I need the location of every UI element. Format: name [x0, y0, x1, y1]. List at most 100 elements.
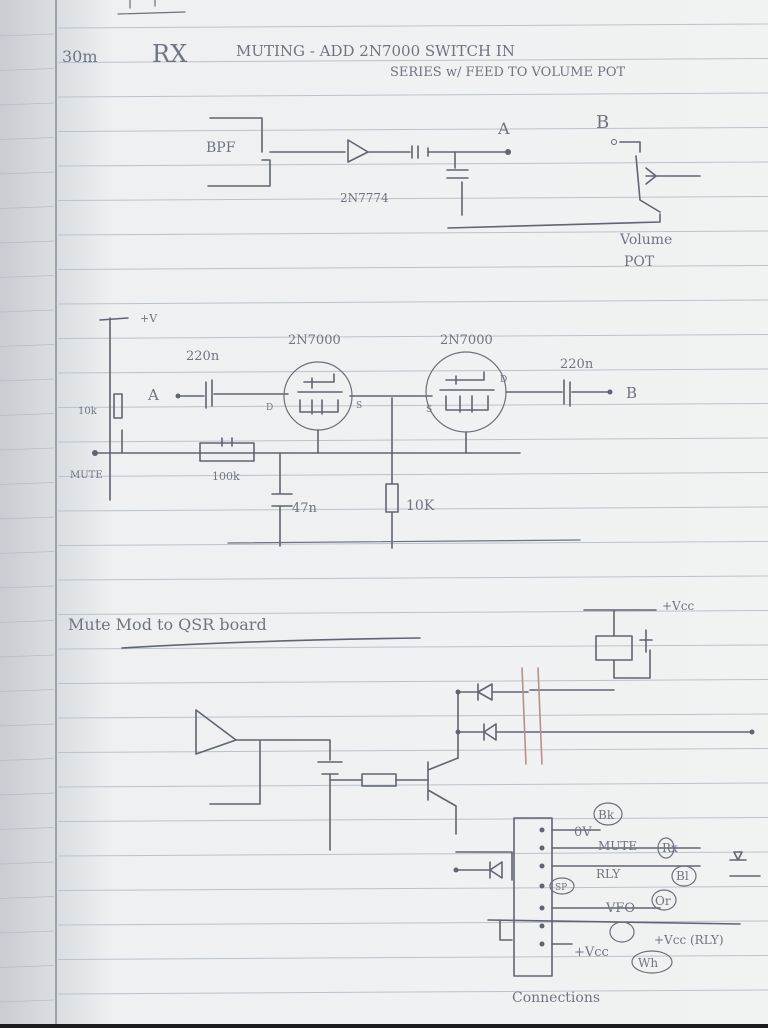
amp-triangle — [195, 709, 237, 755]
ruled-line — [57, 748, 768, 753]
ground-capacitor — [446, 151, 469, 216]
node-a-dot — [505, 149, 511, 155]
code-wh: Wh — [638, 956, 658, 970]
s2-node-b: B — [626, 384, 637, 402]
fet2-drain: D — [500, 375, 507, 385]
ruled-line — [57, 713, 768, 719]
left-ruled-line — [0, 240, 55, 244]
left-ruled-line — [0, 758, 55, 761]
code-or: Or — [655, 894, 671, 908]
pin-vcc: +Vcc — [574, 945, 609, 960]
left-ruled-line — [0, 137, 55, 140]
s1-title-prefix: 30m — [62, 47, 98, 66]
left-page-edge — [0, 0, 58, 1024]
ruled-line — [57, 506, 768, 512]
code-bk: Bk — [598, 808, 615, 822]
left-ruled-line — [0, 827, 55, 830]
output-capacitor — [563, 379, 571, 407]
left-ruled-line — [0, 999, 55, 1003]
ruled-line — [57, 437, 768, 443]
cap1-label: 220n — [186, 349, 220, 364]
ruled-line — [57, 541, 768, 546]
code-rx: Rx — [662, 841, 678, 855]
left-ruled-line — [0, 68, 55, 71]
ruled-line — [57, 265, 768, 270]
vcc-rly-label: +Vcc (RLY) — [654, 933, 724, 947]
ruled-line — [57, 299, 768, 305]
left-ruled-line — [0, 620, 55, 623]
ground-cap-47n — [271, 452, 293, 547]
pin-rly: RLY — [596, 867, 621, 881]
s1-part-label: 2N7774 — [340, 191, 389, 205]
left-ruled-line — [0, 792, 55, 796]
pot-label-2: POT — [624, 254, 655, 270]
s3-title: Mute Mod to QSR board — [68, 615, 267, 634]
ruled-line — [57, 644, 768, 650]
ruled-line — [57, 575, 768, 581]
fet1-label: 2N7000 — [288, 333, 341, 348]
s1-node-a: A — [497, 119, 510, 138]
left-ruled-line — [0, 33, 55, 37]
bpf-box — [207, 117, 271, 187]
ruled-line — [57, 368, 768, 374]
ruled-line — [57, 161, 768, 167]
vcc-plus-label: +V — [140, 312, 158, 325]
left-ruled-line — [0, 930, 55, 934]
left-ruled-line — [0, 723, 55, 727]
bpf-label: BPF — [206, 140, 236, 156]
fet2-symbol — [439, 371, 495, 413]
left-ruled-line — [0, 309, 55, 313]
left-ruled-line — [0, 378, 55, 382]
fet2-source: S — [426, 405, 432, 415]
ruled-line — [57, 782, 768, 788]
s3-vcc-top: +Vcc — [662, 599, 694, 613]
diode-2 — [457, 723, 753, 741]
ruled-line — [57, 817, 768, 822]
ruled-line — [57, 403, 768, 408]
gate-fet — [317, 761, 343, 851]
sp-label: SP — [555, 883, 567, 893]
pot-label-1: Volume — [619, 232, 672, 248]
pin-mute: MUTE — [598, 839, 637, 853]
fet2-label: 2N7000 — [440, 333, 493, 348]
left-ruled-line — [0, 965, 55, 968]
left-ruled-line — [0, 206, 55, 209]
s1-node-b: B — [596, 112, 609, 133]
ruled-line — [57, 920, 768, 926]
ruled-line — [57, 472, 768, 477]
left-ruled-line — [0, 551, 55, 554]
s1-title-rx: RX — [152, 40, 187, 68]
s1-title-line2: SERIES w/ FEED TO VOLUME POT — [390, 65, 626, 80]
left-ruled-line — [0, 516, 55, 520]
volume-pot — [447, 141, 701, 229]
left-ruled-line — [0, 689, 55, 692]
ruled-line — [57, 230, 768, 236]
ruled-line — [57, 58, 768, 63]
ruled-lines — [0, 23, 768, 1003]
pin-vfo: VFO — [605, 901, 635, 916]
ruled-line — [57, 334, 768, 339]
ruled-line — [57, 23, 768, 29]
mute-label: MUTE — [70, 470, 103, 481]
res-series-label: 100k — [212, 470, 240, 483]
ruled-line — [57, 851, 768, 857]
connector-pins — [539, 827, 545, 947]
left-ruled-line — [0, 275, 55, 278]
amplifier-symbol — [347, 139, 369, 163]
ruled-line — [57, 92, 768, 98]
vcc-rail — [99, 317, 129, 501]
s2-node-a: A — [147, 386, 159, 404]
s1-title-line1: MUTING - ADD 2N7000 SWITCH IN — [236, 42, 515, 60]
left-ruled-line — [0, 413, 55, 416]
ruled-line — [57, 989, 768, 995]
title-underline — [121, 637, 421, 649]
res-ground-label: 10K — [406, 498, 435, 514]
pullup-resistor — [113, 393, 123, 419]
res-pullup-label: 10k — [78, 406, 98, 417]
ruled-line — [57, 955, 768, 960]
amp-output — [209, 739, 331, 805]
left-ruled-line — [0, 447, 55, 451]
ruled-line — [57, 127, 768, 132]
left-ruled-line — [0, 344, 55, 347]
